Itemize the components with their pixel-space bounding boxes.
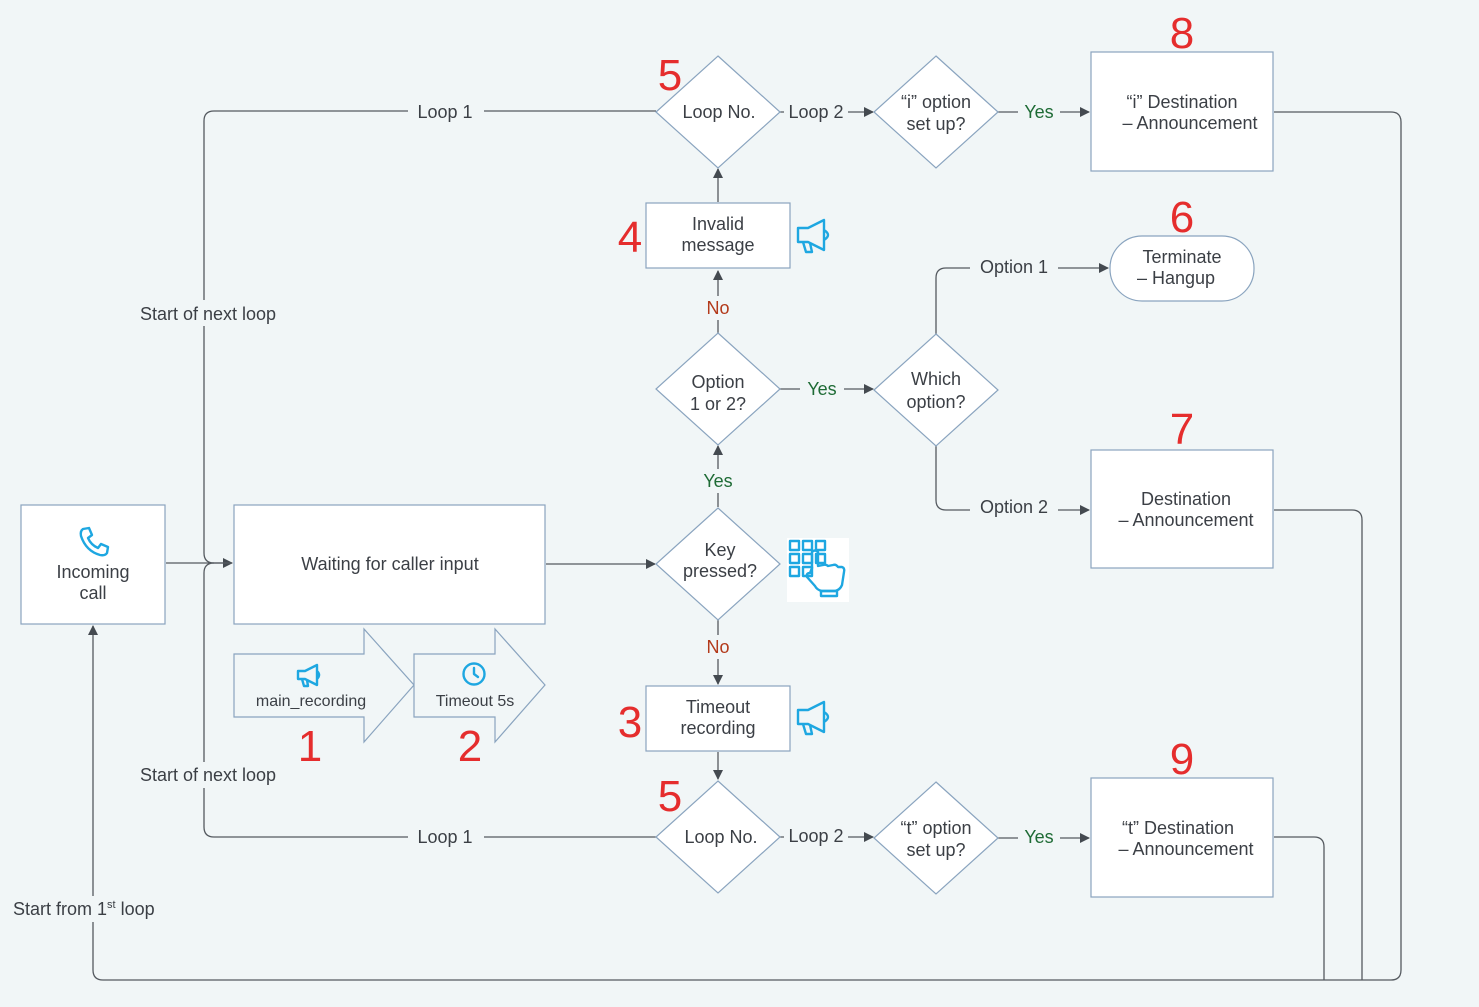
- node-i-destination: “i” Destination – Announcement: [1090, 51, 1274, 172]
- t-option-line1: “t” option: [900, 818, 971, 838]
- incoming-call-line1: Incoming: [56, 562, 129, 582]
- i-option-line2: set up?: [906, 114, 965, 134]
- node-invalid-message: Invalid message: [645, 202, 791, 269]
- timeout-rec-line1: Timeout: [686, 697, 750, 717]
- label-yes-t: Yes: [1024, 827, 1053, 847]
- megaphone-icon: [796, 218, 830, 254]
- invalid-line1: Invalid: [692, 214, 744, 234]
- step-numbers: 5 8 4 6 7 3 1 2 5 9: [298, 9, 1194, 821]
- loop-top-label: Loop No.: [682, 102, 755, 122]
- waiting-label: Waiting for caller input: [301, 554, 478, 574]
- node-loop-no-top: Loop No.: [655, 55, 781, 169]
- node-incoming-call: Incoming call: [20, 504, 166, 625]
- label-loop2-bottom: Loop 2: [788, 826, 843, 846]
- label-option1: Option 1: [980, 257, 1048, 277]
- label-yes-option: Yes: [807, 379, 836, 399]
- step-number-4: 4: [618, 213, 642, 262]
- megaphone-icon: [796, 700, 830, 736]
- step-number-1: 1: [298, 722, 322, 771]
- edge-labels: Loop 1 Start of next loop Start of next …: [10, 100, 1060, 922]
- key-pressed-line2: pressed?: [683, 561, 757, 581]
- edge-loop1-bottom: [203, 562, 656, 838]
- node-t-destination: “t” Destination – Announcement: [1090, 777, 1274, 898]
- step-main-recording: main_recording: [233, 627, 415, 744]
- which-option-line2: option?: [906, 392, 965, 412]
- step-number-6: 6: [1170, 193, 1194, 242]
- step-number-7: 7: [1170, 405, 1194, 454]
- node-key-pressed: Key pressed?: [655, 507, 781, 621]
- label-loop2-top: Loop 2: [788, 102, 843, 122]
- invalid-line2: message: [681, 235, 754, 255]
- terminate-line2: – Hangup: [1137, 268, 1215, 288]
- edge-option1: [935, 263, 1109, 334]
- clock-icon: [462, 662, 486, 686]
- timeout-5s-label: Timeout 5s: [436, 693, 515, 710]
- node-which-option: Which option?: [873, 333, 999, 447]
- terminate-line1: Terminate: [1142, 247, 1221, 267]
- step-number-2: 2: [458, 722, 482, 771]
- node-timeout-recording: Timeout recording: [645, 685, 791, 752]
- destination-line2: – Announcement: [1118, 510, 1253, 530]
- step-number-5-bottom: 5: [658, 772, 682, 821]
- t-destination-line1: “t” Destination: [1122, 818, 1234, 838]
- t-option-line2: set up?: [906, 840, 965, 860]
- timeout-rec-line2: recording: [680, 718, 755, 738]
- label-loop1-top: Loop 1: [417, 102, 472, 122]
- destination-line1: Destination: [1141, 489, 1231, 509]
- edge-return-destination: [1274, 509, 1363, 980]
- label-loop1-bottom: Loop 1: [417, 827, 472, 847]
- t-destination-line2: – Announcement: [1118, 839, 1253, 859]
- label-yes-key: Yes: [703, 471, 732, 491]
- label-no-option: No: [706, 298, 729, 318]
- i-destination-line2: – Announcement: [1122, 113, 1257, 133]
- node-i-option: “i” option set up?: [873, 55, 999, 169]
- label-start-from-first: Start from 1st loop: [13, 899, 155, 919]
- step-number-5-top: 5: [658, 51, 682, 100]
- loop-bottom-label: Loop No.: [684, 827, 757, 847]
- label-start-next-bottom: Start of next loop: [140, 765, 276, 785]
- node-destination: Destination – Announcement: [1090, 449, 1274, 569]
- step-timeout-5s: Timeout 5s: [413, 627, 546, 744]
- edge-option2: [935, 446, 1090, 515]
- label-option2: Option 2: [980, 497, 1048, 517]
- option-line1: Option: [691, 372, 744, 392]
- which-option-line1: Which: [911, 369, 961, 389]
- node-terminate: Terminate – Hangup: [1109, 235, 1255, 302]
- step-number-3: 3: [618, 698, 642, 747]
- option-line2: 1 or 2?: [690, 394, 746, 414]
- label-start-next-top: Start of next loop: [140, 304, 276, 324]
- edge-return-t: [1274, 836, 1325, 980]
- node-waiting: Waiting for caller input: [233, 504, 546, 625]
- node-option-1-or-2: Option 1 or 2?: [655, 332, 781, 446]
- edge-loop1-top: [203, 110, 656, 564]
- i-option-line1: “i” option: [901, 92, 971, 112]
- incoming-call-line2: call: [79, 583, 106, 603]
- label-no-key: No: [706, 637, 729, 657]
- key-pressed-line1: Key: [704, 540, 735, 560]
- i-destination-line1: “i” Destination: [1126, 92, 1237, 112]
- step-number-8: 8: [1170, 9, 1194, 58]
- megaphone-icon: [296, 663, 321, 688]
- label-yes-i: Yes: [1024, 102, 1053, 122]
- step-number-9: 9: [1170, 735, 1194, 784]
- main-recording-label: main_recording: [256, 693, 366, 710]
- phone-icon: [79, 526, 110, 557]
- node-t-option: “t” option set up?: [873, 781, 999, 895]
- node-loop-no-bottom: Loop No.: [655, 780, 781, 894]
- edge-return-main: [88, 111, 1402, 981]
- keypad-hand-icon: [787, 538, 849, 602]
